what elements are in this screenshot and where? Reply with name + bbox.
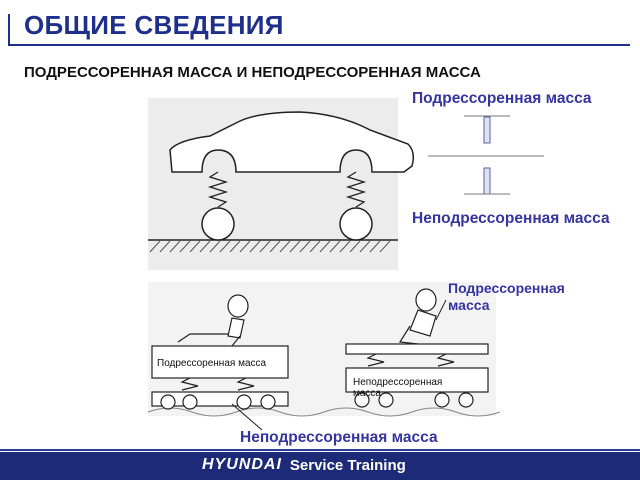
brand: HYUNDAI Service Training [202,456,406,474]
cart-sprung-label: Подрессоренная масса [448,280,565,313]
right-cart-unsprung-text: Неподрессоренная масса [353,377,443,399]
left-cart-sprung-text: Подрессоренная масса [157,358,267,369]
car-body [169,111,415,173]
front-spring [207,171,229,208]
page-subtitle: ПОДРЕССОРЕННАЯ МАССА И НЕПОДРЕССОРЕННАЯ … [24,64,481,81]
right-cart [345,343,489,408]
left-child [177,294,249,347]
left-cart [151,345,289,410]
front-wheel [201,207,235,241]
pointer-line-right [435,299,447,321]
footer-rule [0,449,640,451]
title-underline [8,44,630,46]
footer-bar [0,452,640,480]
cart-unsprung-label: Неподрессоренная масса [240,429,438,446]
car-unsprung-label: Неподрессоренная масса [412,210,610,227]
car-sprung-label: Подрессоренная масса [412,90,592,107]
pointer-line-bottom [231,403,263,431]
rear-wheel [339,207,373,241]
right-child [398,288,437,345]
page-title: ОБЩИЕ СВЕДЕНИЯ [24,10,284,40]
rear-spring [345,171,367,208]
floor-wave [147,407,501,417]
mass-schematic [428,115,544,195]
ground [148,239,398,253]
title-accent [8,14,10,46]
brand-text: Service Training [289,456,406,474]
hyundai-logo: HYUNDAI [202,456,282,473]
